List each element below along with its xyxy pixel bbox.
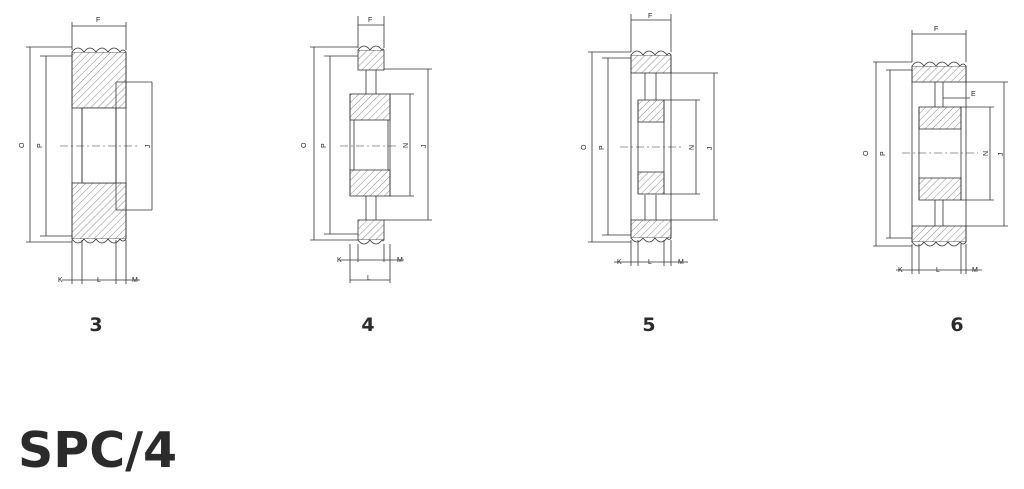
dim-label-F-6: F [934, 26, 938, 33]
dim-label-P-6: P [880, 151, 887, 156]
pulley-figure-4 [310, 16, 432, 283]
pulley-figure-5 [588, 14, 718, 266]
dim-label-O-6: O [863, 150, 870, 156]
dim-label-L-6: L [936, 267, 940, 274]
dim-label-M-5: M [678, 259, 684, 266]
figure-number-5: 5 [642, 314, 656, 336]
dim-label-K-4: K [337, 257, 342, 264]
dim-label-N-5: N [689, 145, 696, 150]
pulley-figure-6 [873, 30, 1008, 274]
page-title: SPC/4 [18, 422, 178, 479]
dim-label-F-5: F [648, 13, 652, 20]
dim-label-J-3: J [145, 145, 152, 149]
dim-label-M-4: M [397, 257, 403, 264]
dim-label-O-5: O [581, 144, 588, 150]
dim-label-O-3: O [19, 142, 26, 148]
dim-label-J-5: J [707, 147, 714, 151]
dim-label-L-4: L [367, 275, 371, 282]
dim-label-J-6: J [998, 153, 1005, 157]
figure-number-6: 6 [950, 314, 964, 336]
figure-number-4: 4 [361, 314, 375, 336]
dim-label-P-5: P [599, 145, 606, 150]
dim-label-O-4: O [301, 142, 308, 148]
dim-label-J-4: J [421, 145, 428, 149]
dim-label-E-6: E [971, 91, 976, 98]
dim-label-N-6: N [983, 151, 990, 156]
dim-label-P-4: P [321, 143, 328, 148]
dim-label-P-3: P [37, 143, 44, 148]
dim-label-K-5: K [617, 259, 622, 266]
dim-label-M-6: M [972, 267, 978, 274]
dim-label-L-5: L [648, 259, 652, 266]
dim-label-F-4: F [368, 17, 372, 24]
dim-label-M-3: M [132, 277, 138, 284]
dim-label-N-4: N [403, 143, 410, 148]
figure-number-3: 3 [89, 314, 103, 336]
dim-label-K-3: K [58, 277, 63, 284]
dim-label-L-3: L [97, 277, 101, 284]
dim-label-F-3: F [96, 17, 100, 24]
pulley-figure-3 [26, 22, 153, 284]
dim-label-K-6: K [898, 267, 903, 274]
